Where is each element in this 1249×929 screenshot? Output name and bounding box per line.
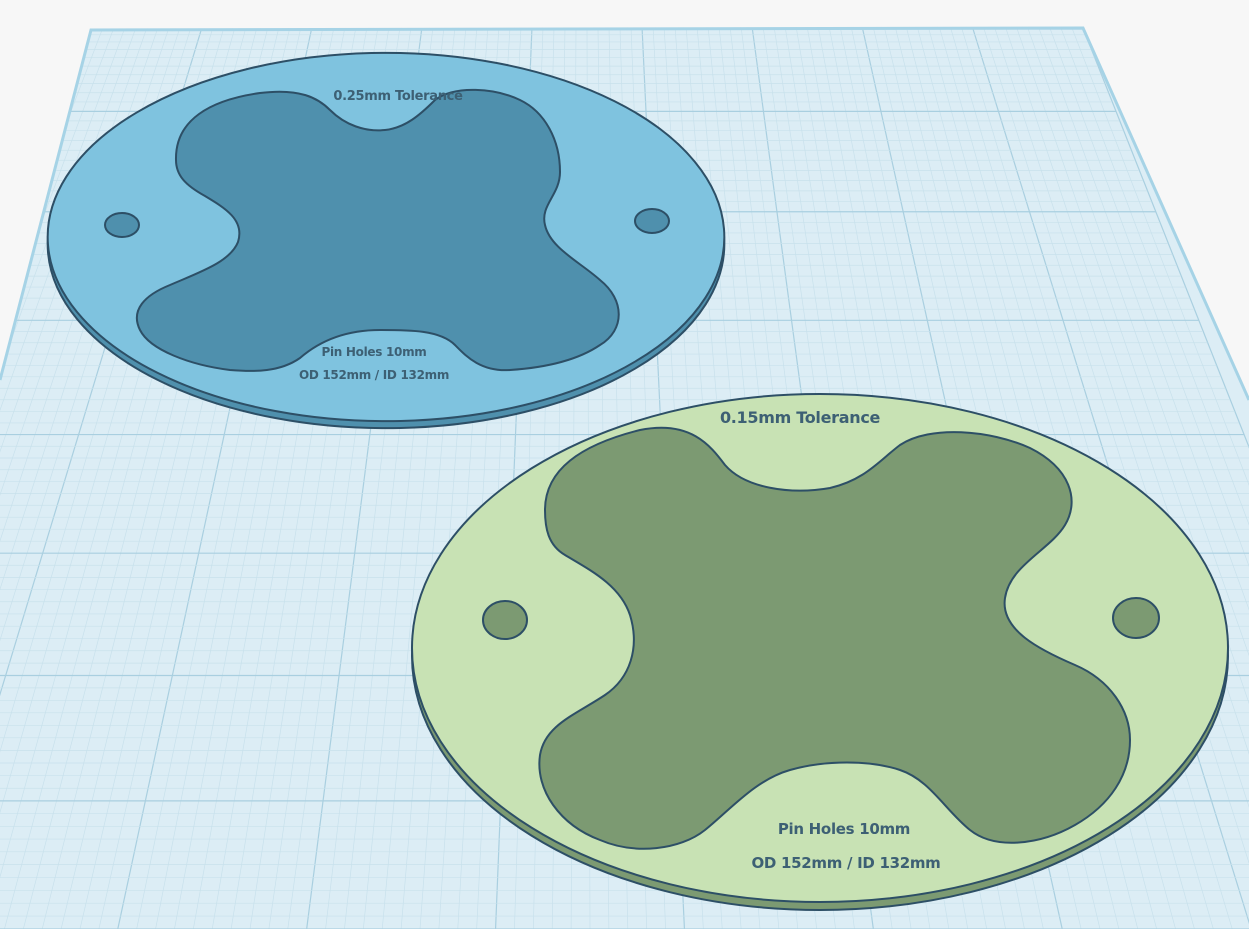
ring-label-dims: OD 152mm / ID 132mm	[751, 854, 940, 872]
grid-line	[1071, 28, 1249, 929]
ring-part-025-tolerance[interactable]: 0.25mm Tolerance Pin Holes 10mm OD 152mm…	[46, 51, 726, 430]
workplane-edge	[0, 26, 1249, 401]
ring-label-pins: Pin Holes 10mm	[322, 345, 427, 359]
grid-line	[1049, 28, 1249, 929]
grid-line	[1060, 28, 1249, 929]
grid-line	[1016, 28, 1249, 929]
ring-label-tolerance: 0.15mm Tolerance	[720, 408, 881, 427]
grid-line	[0, 29, 114, 929]
grid-line	[994, 28, 1249, 929]
grid-line	[1005, 28, 1249, 929]
ring-top-face[interactable]	[410, 393, 1230, 903]
ring-top-face[interactable]	[46, 51, 726, 423]
grid-line	[1038, 28, 1249, 929]
ring-label-pins: Pin Holes 10mm	[778, 820, 910, 838]
ring-label-tolerance: 0.25mm Tolerance	[333, 89, 463, 104]
grid-line	[1082, 28, 1249, 929]
grid-line	[983, 28, 1249, 929]
ring-label-dims: OD 152mm / ID 132mm	[299, 368, 449, 382]
grid-line	[1027, 28, 1249, 929]
ring-part-015-tolerance[interactable]: 0.15mm Tolerance Pin Holes 10mm OD 152mm…	[410, 393, 1230, 911]
